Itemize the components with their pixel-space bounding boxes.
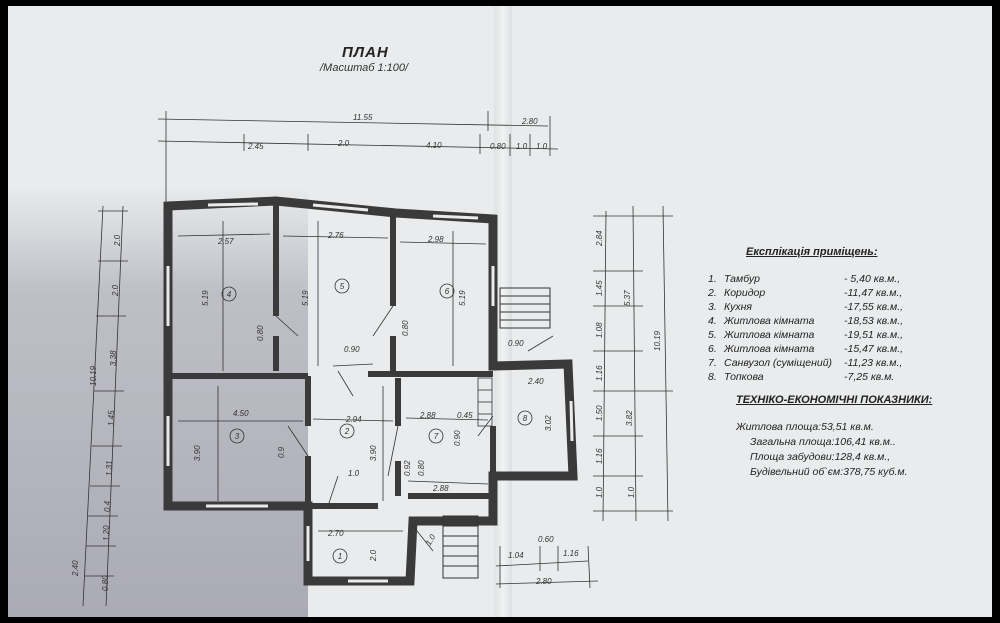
dim-room-5: 5.19 — [301, 290, 310, 306]
technical-indicators: ТЕХНІКО-ЕКОНОМІЧНІ ПОКАЗНИКИ: Житлова пл… — [736, 394, 932, 480]
total-area: Загальна площа:106,41 кв.м.. — [750, 436, 896, 448]
dim-room-4: 5.19 — [201, 290, 210, 306]
dim-room-6: 5.19 — [458, 290, 467, 306]
list-item: 8.Топкова-7,25 кв.м. — [708, 371, 895, 383]
dim-top-seg-1: 2.45 — [247, 142, 264, 151]
room-6-label: 6 — [445, 287, 450, 296]
dim-top-seg-6: 1.0 — [536, 142, 548, 151]
dim-room-16: 1.0 — [348, 469, 360, 478]
dim-top-seg-3: 4.10 — [426, 141, 442, 150]
dim-right-2: 1.45 — [595, 280, 604, 296]
dim-right-6: 1.16 — [595, 448, 604, 464]
floor-plan: 1 2 3 4 5 6 7 8 11.55 2.80 2.45 2.0 4.10… — [71, 111, 673, 607]
walls — [163, 196, 578, 586]
dim-room-9: 2.94 — [345, 415, 362, 424]
dim-room-19: 2.0 — [369, 549, 378, 562]
plan-title: ПЛАН — [342, 44, 389, 61]
dim-room-13: 3.90 — [193, 445, 202, 461]
dim-room-2: 2.76 — [327, 231, 344, 240]
dim-right-total: 10.19 — [653, 330, 662, 351]
dim-top-seg-4: 0.80 — [490, 142, 506, 151]
dim-room-15: 3.02 — [544, 415, 553, 431]
dim-right-mid-1: 5.37 — [623, 290, 632, 306]
dim-left-3: 3.38 — [109, 350, 118, 366]
dim-room-10: 2.88 — [419, 411, 436, 420]
dim-right-7: 1.0 — [595, 486, 604, 498]
dim-right-5: 1.50 — [595, 405, 604, 421]
dim-room-26: 0.92 — [403, 460, 412, 476]
dim-left-small: 2.40 — [71, 560, 80, 577]
room-markers — [221, 278, 533, 564]
dim-right-mid-2: 3.82 — [625, 410, 634, 426]
stairs — [442, 287, 551, 579]
dim-room-1: 2.57 — [217, 237, 234, 246]
room-1-label: 1 — [338, 552, 342, 561]
dim-left-total: 10.19 — [89, 365, 98, 386]
dim-bottom-4: 2.80 — [535, 577, 552, 586]
technical-title: ТЕХНІКО-ЕКОНОМІЧНІ ПОКАЗНИКИ: — [736, 394, 933, 406]
dim-room-22: 0.80 — [417, 460, 426, 476]
room-2-label: 2 — [344, 427, 350, 436]
dim-left-7: 1.20 — [102, 525, 111, 541]
building-volume: Будівельний об`єм:378,75 куб.м. — [750, 466, 908, 478]
room-7-label: 7 — [434, 432, 439, 441]
dim-left-2: 2.0 — [111, 284, 120, 297]
dim-right-mid-3: 1.0 — [627, 486, 636, 498]
dim-right-3: 1.08 — [595, 322, 604, 338]
dim-left-1: 2.0 — [113, 234, 122, 247]
blueprint-sheet: ПЛАН /Масштаб 1:100/ — [8, 6, 992, 617]
dim-left-4: 1.45 — [107, 410, 116, 426]
dim-bottom-1: 1.04 — [508, 551, 524, 560]
living-area: Житлова площа:53,51 кв.м. — [736, 421, 874, 433]
dim-top-seg-5: 1.0 — [516, 142, 528, 151]
explication-panel: Експлікація приміщень: 1.Тамбур- 5,40 кв… — [708, 246, 978, 384]
dim-room-23: 0.90 — [508, 339, 524, 348]
dim-left-5: 1.31 — [105, 460, 114, 476]
dim-top-total: 11.55 — [353, 113, 373, 122]
list-item: 4.Житлова кімната-18,53 кв.м., — [708, 315, 904, 327]
dim-room-14: 3.90 — [369, 445, 378, 461]
dim-bottom-3: 1.16 — [563, 549, 579, 558]
dim-right-1: 2.84 — [595, 230, 604, 247]
dim-room-24: 0.90 — [453, 430, 462, 446]
explication-title: Експлікація приміщень: — [746, 246, 878, 258]
dim-top-right: 2.80 — [521, 117, 538, 126]
dim-room-12: 2.40 — [527, 377, 544, 386]
list-item: 6.Житлова кімната-15,47 кв.м., — [708, 343, 904, 355]
dim-room-20: 0.80 — [256, 325, 265, 341]
dim-left-6: 0.4 — [103, 500, 112, 512]
dim-room-25: 0.9 — [277, 446, 286, 458]
list-item: 7.Санвузол (суміщений)-11,23 кв.м., — [708, 357, 903, 369]
list-item: 1.Тамбур- 5,40 кв.м., — [708, 273, 901, 285]
dim-room-11: 0.45 — [457, 411, 473, 420]
plan-scale: /Масштаб 1:100/ — [320, 62, 409, 74]
list-item: 3.Кухня-17,55 кв.м., — [708, 301, 904, 313]
room-3-label: 3 — [235, 432, 240, 441]
list-item: 5.Житлова кімната-19,51 кв.м., — [708, 329, 904, 341]
dim-right-4: 1.16 — [595, 365, 604, 381]
dim-room-27: 1.0 — [424, 532, 438, 547]
room-8-label: 8 — [523, 414, 528, 423]
dim-room-7: 0.90 — [344, 345, 360, 354]
photo-shadow — [8, 186, 308, 617]
room-4-label: 4 — [227, 290, 232, 299]
dim-top-seg-2: 2.0 — [337, 139, 350, 148]
list-item: 2.Коридор-11,47 кв.м., — [708, 287, 903, 299]
dim-left-8: 0.80 — [101, 575, 110, 591]
dim-room-17: 2.88 — [432, 484, 449, 493]
explication-list: 1.Тамбур- 5,40 кв.м., 2.Коридор-11,47 кв… — [708, 272, 978, 384]
dim-room-8: 4.50 — [233, 409, 249, 418]
dim-room-21: 0.80 — [401, 320, 410, 336]
dim-room-18: 2.70 — [327, 529, 344, 538]
building-area: Площа забудови:128,4 кв.м., — [750, 451, 891, 463]
dim-bottom-2: 0.60 — [538, 535, 554, 544]
dim-room-3: 2.98 — [427, 235, 444, 244]
room-5-label: 5 — [340, 282, 345, 291]
